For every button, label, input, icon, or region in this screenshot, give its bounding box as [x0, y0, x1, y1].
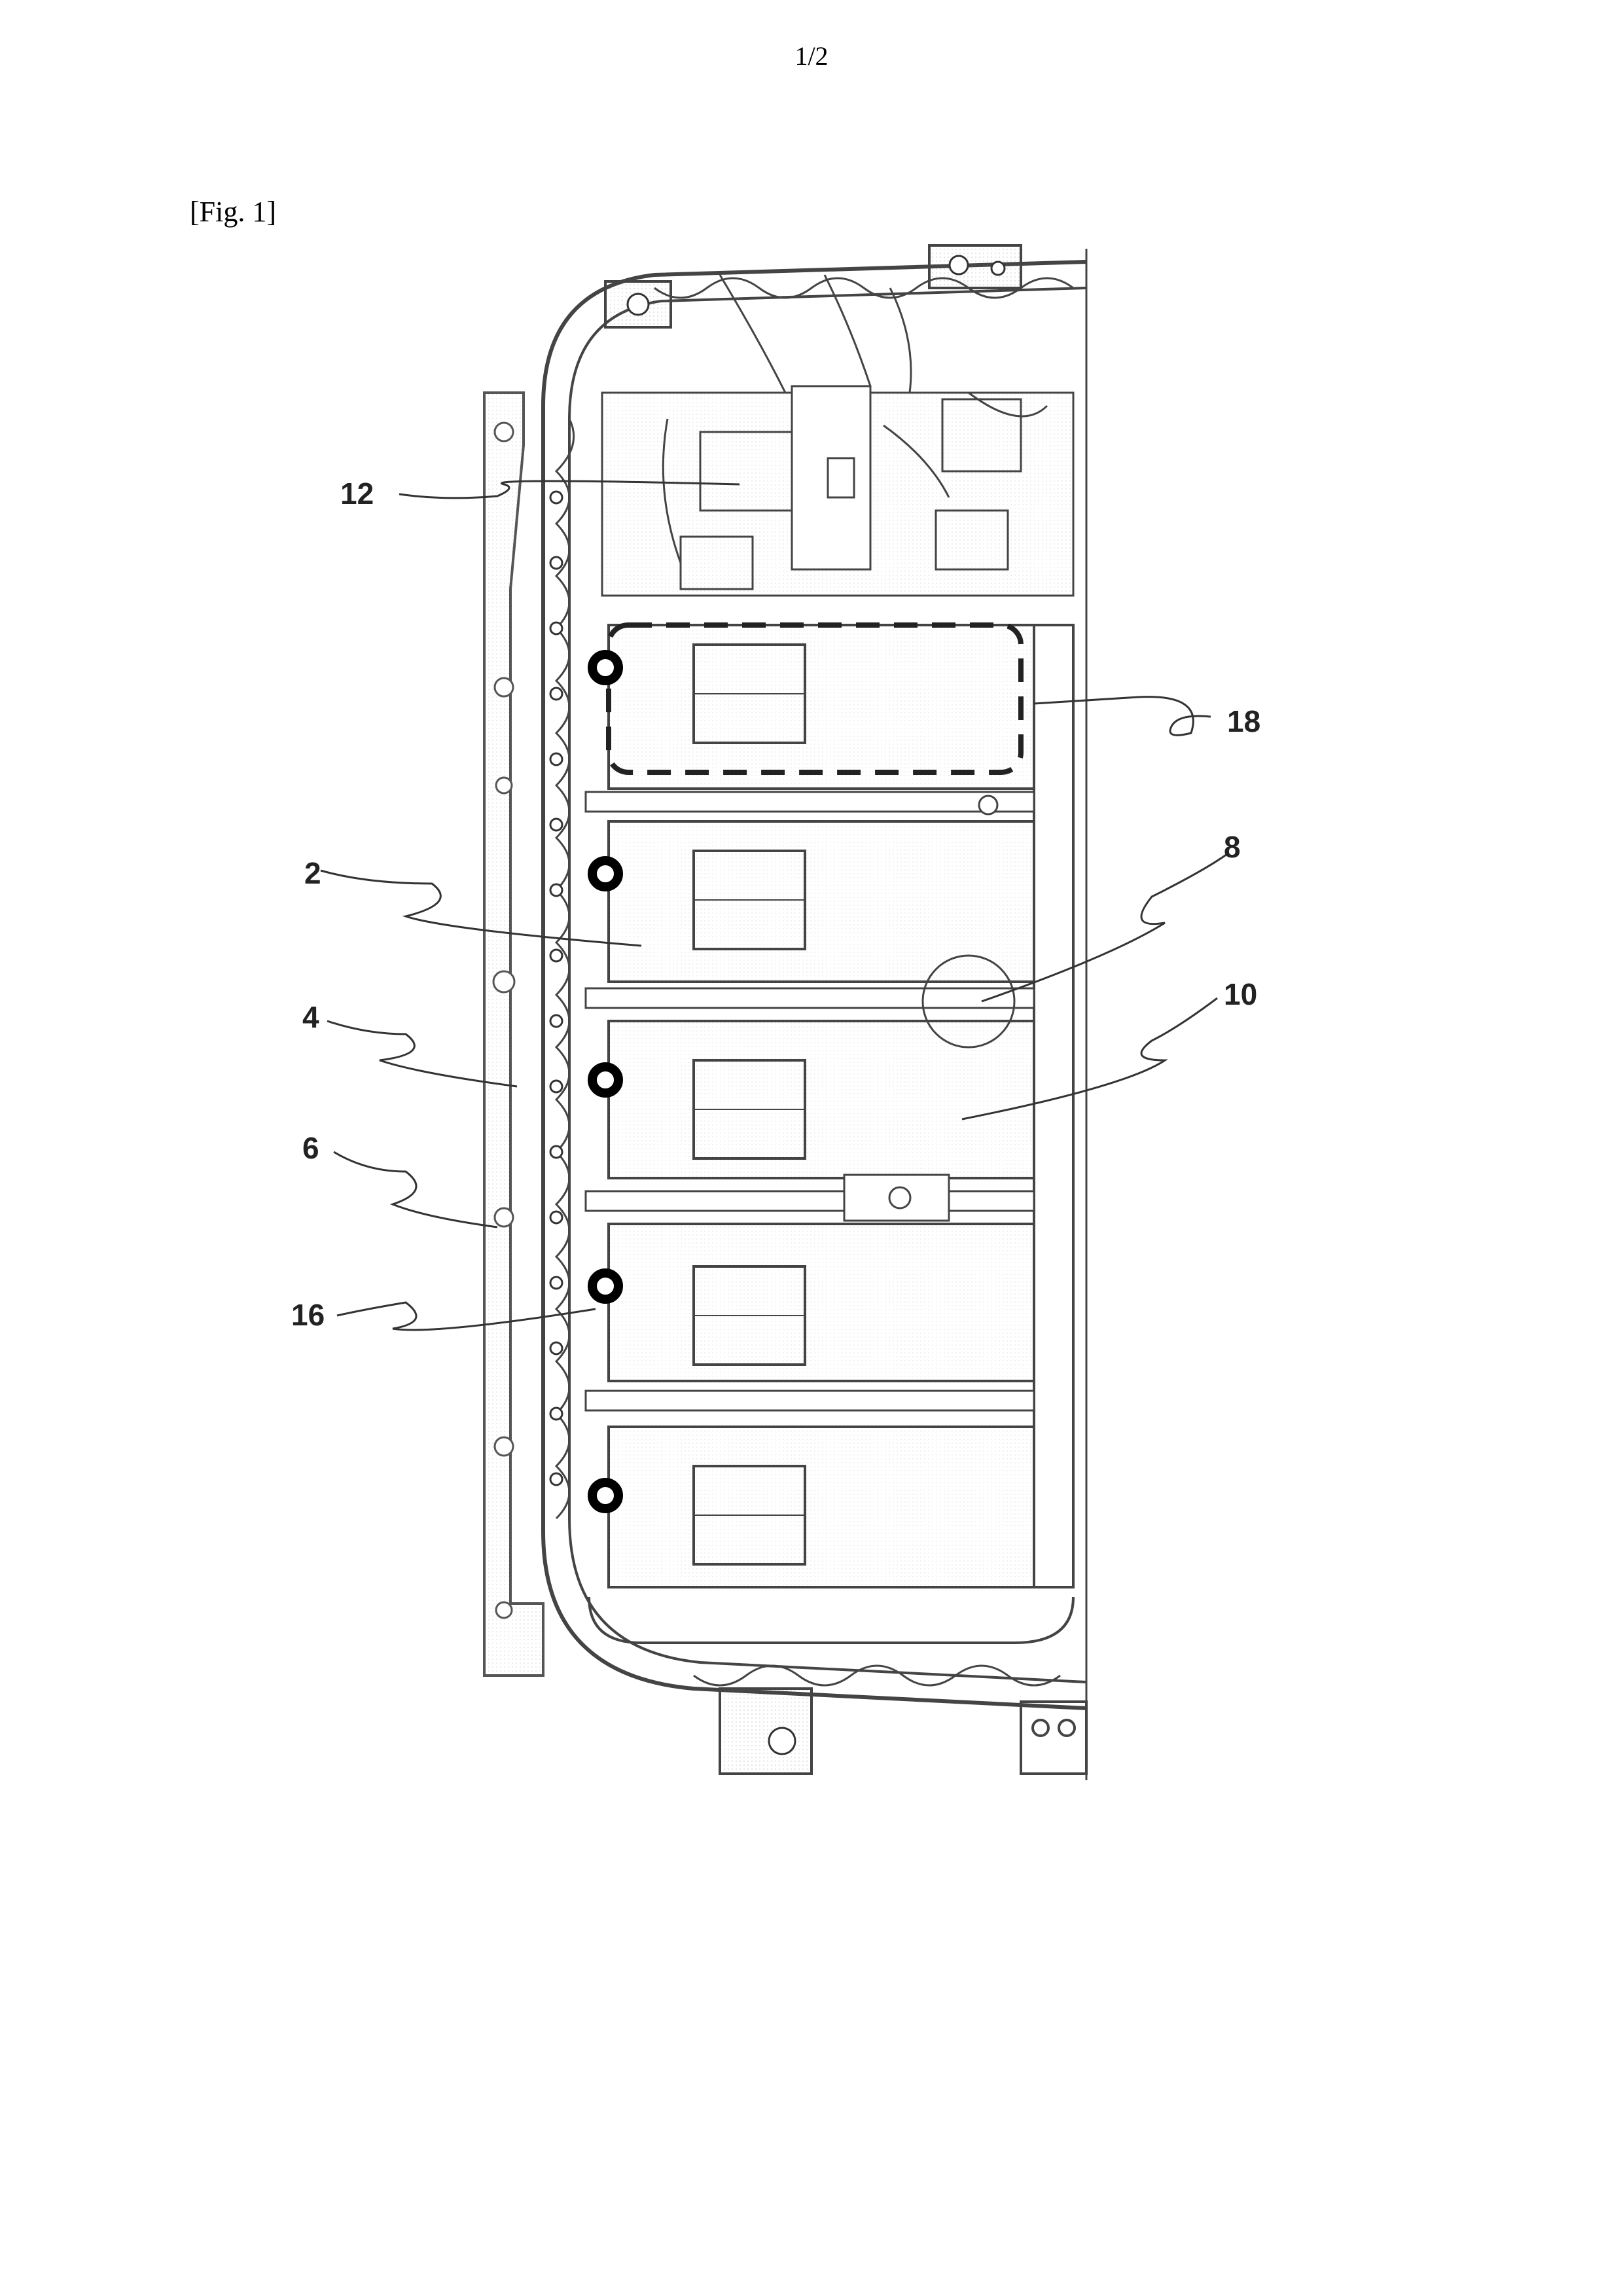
control-unit — [602, 275, 1073, 596]
reference-label-16: 16 — [291, 1298, 325, 1332]
reference-label-8: 8 — [1224, 830, 1241, 864]
battery-modules — [609, 625, 1073, 1587]
reference-label-4: 4 — [302, 1000, 319, 1034]
reference-label-18: 18 — [1227, 704, 1260, 738]
mounting-plate — [484, 393, 543, 1676]
reference-label-6: 6 — [302, 1131, 319, 1165]
reference-label-10: 10 — [1224, 977, 1257, 1011]
reference-label-2: 2 — [304, 856, 321, 890]
casing-bolts — [550, 492, 562, 1485]
reference-label-12: 12 — [340, 476, 374, 511]
